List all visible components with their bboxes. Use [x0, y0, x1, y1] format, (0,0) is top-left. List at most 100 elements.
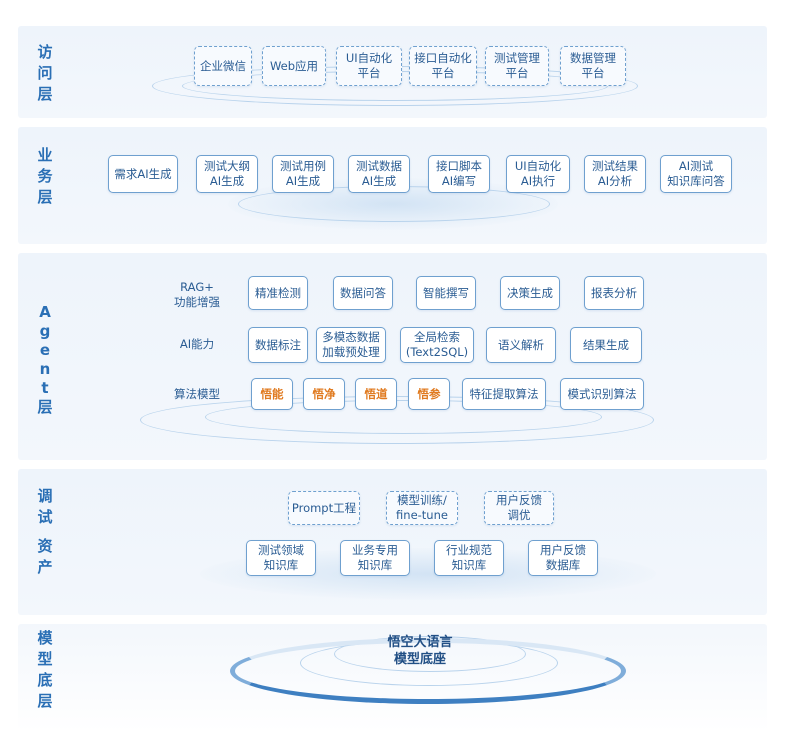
- asset-item-business-kb: 业务专用 知识库: [340, 540, 410, 576]
- business-item-ui-automation-ai: UI自动化 AI执行: [506, 155, 570, 193]
- box-text: 特征提取算法: [469, 386, 539, 401]
- asset-item-test-domain-kb: 测试领域 知识库: [246, 540, 316, 576]
- box-text: Prompt工程: [291, 500, 357, 515]
- label-char: 资: [37, 537, 53, 555]
- box-text: 多模态数据: [322, 330, 380, 344]
- box-text: 用户反馈: [496, 493, 542, 507]
- label-char: 底: [37, 671, 53, 689]
- box-text: 模型训练/: [397, 493, 447, 507]
- agent-item-decision-generation: 决策生成: [500, 276, 560, 310]
- box-text: 数据问答: [340, 285, 386, 300]
- label-char: A: [39, 303, 51, 321]
- box-text: 知识库: [263, 558, 299, 572]
- model-base-title-line: 悟空大语言: [387, 635, 453, 650]
- label-char: 调: [37, 487, 53, 505]
- box-text: 悟能: [260, 386, 284, 401]
- box-text: 平台: [431, 66, 455, 80]
- business-item-test-result-ai: 测试结果 AI分析: [584, 155, 646, 193]
- business-item-api-script-ai: 接口脚本 AI编写: [428, 155, 490, 193]
- asset-item-user-feedback-db: 用户反馈 数据库: [528, 540, 598, 576]
- box-text: 用户反馈: [540, 543, 586, 557]
- agent-row-label-rag: RAG+ 功能增强: [157, 280, 237, 310]
- model-base-disc: [230, 638, 626, 704]
- box-text: 接口脚本: [436, 159, 482, 173]
- box-text: 需求AI生成: [114, 166, 172, 181]
- access-item-wecom: 企业微信: [194, 46, 252, 86]
- box-text: 行业规范: [446, 543, 492, 557]
- box-text: 结果生成: [583, 337, 629, 352]
- box-text: 语义解析: [498, 337, 544, 352]
- label-char: 层: [37, 692, 53, 710]
- agent-item-smart-writing: 智能撰写: [416, 276, 476, 310]
- box-text: 测试领域: [258, 543, 304, 557]
- box-text: 智能撰写: [423, 285, 469, 300]
- box-text: AI生成: [285, 174, 321, 188]
- label-char: 产: [37, 558, 53, 576]
- box-text: 平台: [357, 66, 381, 80]
- box-text: 模式识别算法: [567, 386, 637, 401]
- access-layer-label: 访 问 层: [30, 40, 60, 106]
- model-base-layer-label: 模 型 底 层: [30, 628, 60, 712]
- box-text: 报表分析: [591, 285, 637, 300]
- label-char: e: [39, 341, 51, 359]
- label-char: 层: [37, 84, 53, 103]
- label-char: 问: [37, 63, 53, 82]
- box-text: 测试大纲: [204, 159, 250, 173]
- asset-item-industry-standard-kb: 行业规范 知识库: [434, 540, 504, 576]
- label-char: 型: [37, 650, 53, 668]
- box-text: 精准检测: [255, 285, 301, 300]
- box-text: AI执行: [520, 174, 556, 188]
- label-char: 层: [37, 398, 53, 416]
- agent-row-label-algorithm: 算法模型: [157, 387, 237, 402]
- agent-item-result-generation: 结果生成: [570, 327, 642, 363]
- agent-item-precision-detection: 精准检测: [248, 276, 308, 310]
- box-text: 悟参: [417, 386, 441, 401]
- label-char: 模: [37, 629, 53, 647]
- box-text: 接口自动化: [414, 51, 472, 65]
- agent-item-data-qa: 数据问答: [333, 276, 393, 310]
- agent-item-wuneng-model: 悟能: [251, 378, 293, 410]
- box-text: AI编写: [441, 174, 477, 188]
- label-char: 访: [37, 42, 53, 61]
- access-item-web-app: Web应用: [262, 46, 326, 86]
- label-char: n: [39, 360, 51, 378]
- agent-item-wucan-model: 悟参: [408, 378, 450, 410]
- model-base-title: 悟空大语言 模型底座: [360, 634, 480, 668]
- box-text: 业务专用: [352, 543, 398, 557]
- box-text: AI测试: [678, 159, 714, 173]
- box-text: 决策生成: [507, 285, 553, 300]
- box-text: fine-tune: [396, 508, 448, 522]
- agent-platform-ring-inner: [205, 400, 602, 434]
- box-text: UI自动化: [345, 51, 393, 65]
- box-text: 数据管理: [570, 51, 616, 65]
- box-text: 悟净: [312, 386, 336, 401]
- box-text: (Text2SQL): [405, 345, 469, 359]
- box-text: 调优: [507, 508, 531, 522]
- tuning-item-user-feedback-tuning: 用户反馈 调优: [484, 491, 554, 525]
- box-text: 平台: [505, 66, 529, 80]
- row-label-text: RAG+: [180, 280, 214, 294]
- agent-layer-label: A g e n t 层: [30, 303, 60, 417]
- box-text: AI生成: [209, 174, 245, 188]
- row-label-text: 算法模型: [174, 387, 220, 401]
- box-text: 测试管理: [494, 51, 540, 65]
- agent-item-wujing-model: 悟净: [303, 378, 345, 410]
- tuning-item-fine-tune: 模型训练/ fine-tune: [386, 491, 458, 525]
- agent-item-wudao-model: 悟道: [355, 378, 397, 410]
- box-text: 数据标注: [255, 337, 301, 352]
- box-text: 企业微信: [200, 58, 246, 73]
- agent-item-semantic-parsing: 语义解析: [486, 327, 556, 363]
- label-char: 试: [37, 508, 53, 526]
- tuning-item-prompt-engineering: Prompt工程: [288, 491, 360, 525]
- box-text: 知识库问答: [667, 174, 725, 188]
- access-item-api-automation-platform: 接口自动化 平台: [409, 46, 477, 86]
- box-text: 数据库: [545, 558, 581, 572]
- box-text: 全局检索: [414, 330, 460, 344]
- box-text: 测试结果: [592, 159, 638, 173]
- model-base-title-line: 模型底座: [393, 652, 446, 667]
- agent-platform-ring-outer: [140, 396, 654, 444]
- box-text: 测试数据: [356, 159, 402, 173]
- box-text: 悟道: [364, 386, 388, 401]
- access-item-data-management-platform: 数据管理 平台: [560, 46, 626, 86]
- business-item-test-case-ai: 测试用例 AI生成: [272, 155, 334, 193]
